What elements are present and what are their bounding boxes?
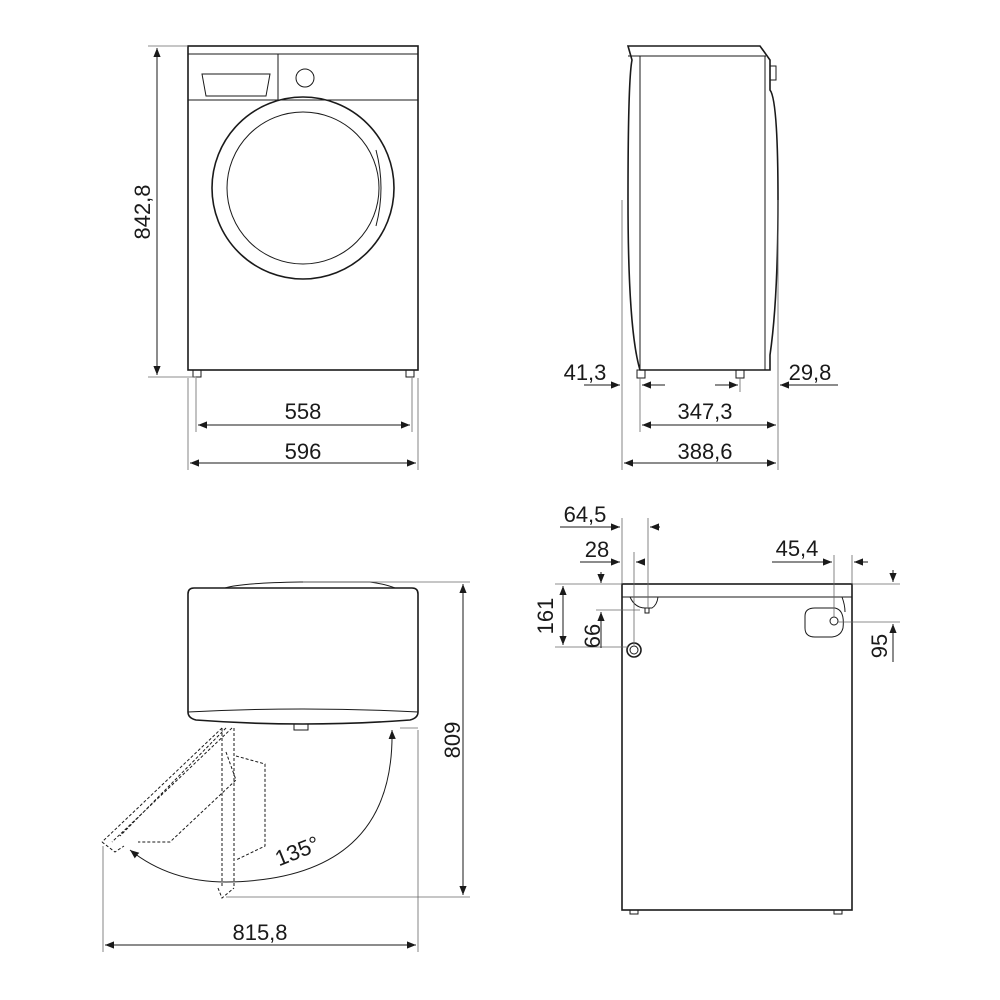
hook-x-label: 45,4 xyxy=(776,536,819,561)
detergent-drawer xyxy=(201,73,271,97)
foot-front xyxy=(636,369,646,379)
door-handle xyxy=(375,149,382,227)
door-glass xyxy=(226,111,380,265)
drain-x-label: 28 xyxy=(585,537,609,562)
front-body xyxy=(187,45,419,371)
front-view: 842,8 558 596 xyxy=(130,45,419,470)
total-depth-label: 815,8 xyxy=(232,920,287,945)
side-view: 41,3 29,8 347,3 388,6 xyxy=(564,45,838,470)
hook-y-label: 95 xyxy=(867,634,892,658)
rear-view: 64,5 28 161 66 45,4 95 xyxy=(533,502,900,915)
foot-left xyxy=(192,369,202,378)
foot-right xyxy=(405,369,415,378)
inner-width-label: 558 xyxy=(285,399,322,424)
top-body xyxy=(187,587,419,725)
drain-height-label: 161 xyxy=(533,598,558,635)
drain-outlet xyxy=(626,642,642,658)
drain-offset-label: 66 xyxy=(580,624,605,648)
inlet-x-label: 64,5 xyxy=(564,502,607,527)
depth-label: 388,6 xyxy=(677,439,732,464)
front-offset-label: 41,3 xyxy=(564,360,607,385)
feet-span-label: 347,3 xyxy=(677,399,732,424)
door-angle-arc xyxy=(129,729,396,883)
width-label: 596 xyxy=(285,439,322,464)
height-label: 842,8 xyxy=(130,184,155,239)
foot-rear xyxy=(735,369,745,379)
rear-offset-label: 29,8 xyxy=(789,360,832,385)
top-view: 809 135° 815,8 xyxy=(101,581,470,952)
door-angle-label: 135° xyxy=(271,831,323,871)
door-depth-label: 809 xyxy=(440,722,465,759)
rear-body xyxy=(621,583,853,911)
hose-hook xyxy=(804,607,844,638)
program-knob xyxy=(295,68,315,88)
door-ring xyxy=(211,96,395,280)
side-body xyxy=(626,45,779,371)
